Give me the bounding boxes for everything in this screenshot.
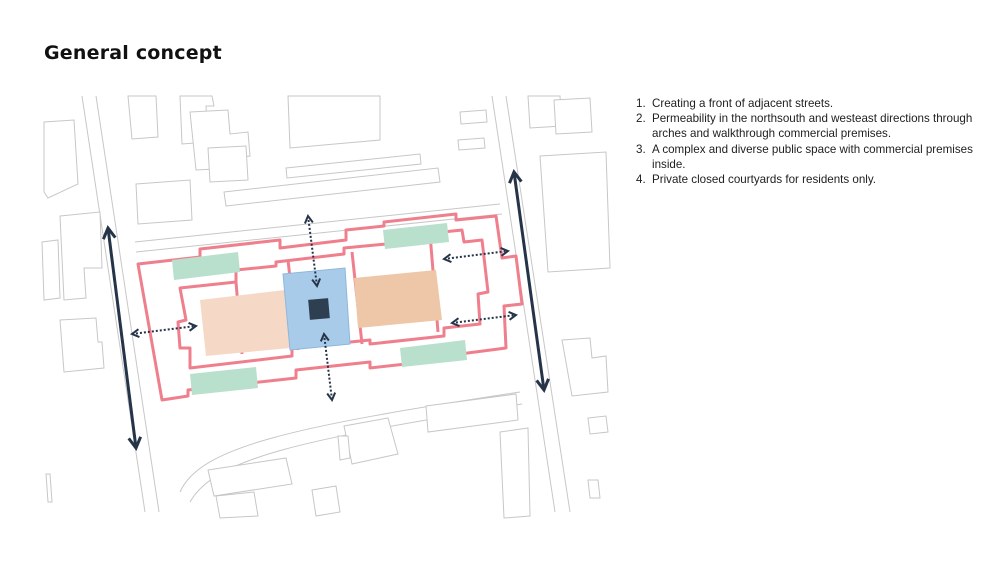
- movement-arrows: [101, 169, 550, 451]
- concept-number: 2.: [636, 112, 646, 126]
- functional-zones: [172, 223, 467, 395]
- private-courtyard-east: [354, 270, 442, 328]
- permeability-arrow-east-upper: [442, 246, 510, 264]
- concept-text: Private closed courtyards for residents …: [652, 173, 877, 187]
- site-plan-diagram: [41, 95, 611, 519]
- concept-item: 4. Private closed courtyards for residen…: [636, 172, 976, 187]
- concept-item: 1. Creating a front of adjacent streets.: [636, 96, 976, 111]
- concept-item: 2. Permeability in the northsouth and we…: [636, 111, 976, 141]
- page-title: General concept: [44, 42, 222, 64]
- concept-number: 4.: [636, 173, 646, 187]
- concept-text: Permeability in the northsouth and weste…: [652, 112, 973, 141]
- green-space-southwest: [190, 367, 258, 395]
- street-front-arrow-west: [101, 225, 143, 451]
- concept-text: A complex and diverse public space with …: [652, 142, 973, 171]
- concept-number: 1.: [636, 97, 646, 110]
- concept-item: 3. A complex and diverse public space wi…: [636, 142, 976, 172]
- street-front-arrow-east: [508, 169, 550, 393]
- green-space-southeast: [400, 340, 467, 367]
- private-courtyard-west: [200, 290, 290, 356]
- central-pavilion: [308, 298, 330, 320]
- concept-number: 3.: [636, 142, 646, 156]
- green-space-northwest: [172, 252, 240, 280]
- permeability-arrow-west: [130, 321, 198, 339]
- concept-list: 1. Creating a front of adjacent streets.…: [636, 96, 976, 187]
- permeability-arrow-south: [319, 331, 337, 403]
- permeability-arrow-east-lower: [450, 310, 518, 328]
- green-space-northeast: [383, 223, 449, 249]
- concept-text: Creating a front of adjacent streets.: [652, 97, 834, 110]
- context-buildings: [41, 95, 611, 519]
